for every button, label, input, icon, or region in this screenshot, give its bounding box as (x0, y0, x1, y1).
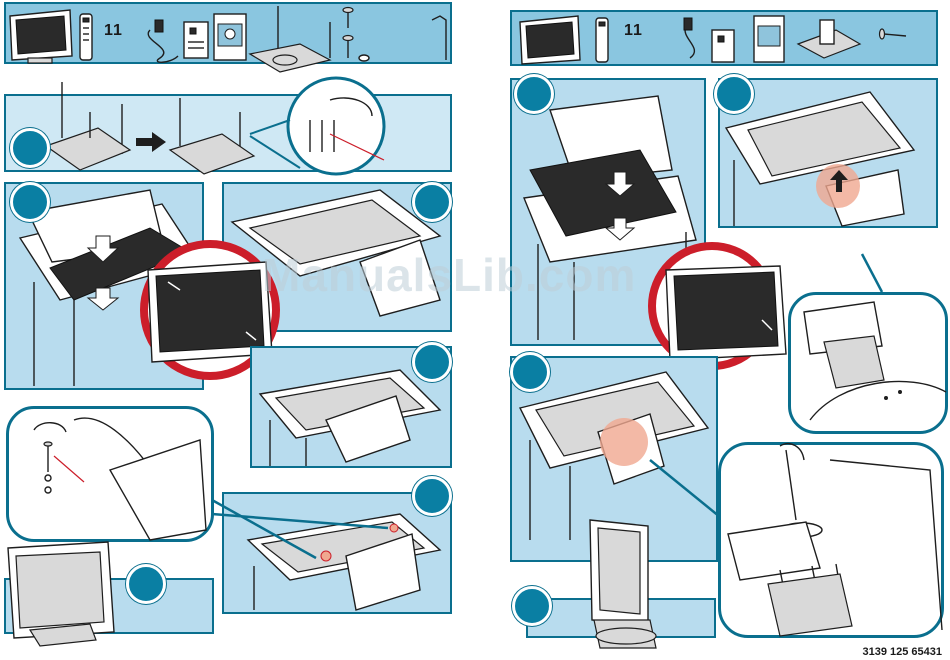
left-page: 11 (0, 0, 460, 660)
step-6-illustration (0, 0, 460, 660)
step-4-illustration (490, 0, 950, 660)
right-page: 11 (490, 0, 950, 660)
step-6-badge (126, 564, 166, 604)
document-number: 3139 125 65431 (862, 646, 942, 658)
step-4-badge (512, 586, 552, 626)
